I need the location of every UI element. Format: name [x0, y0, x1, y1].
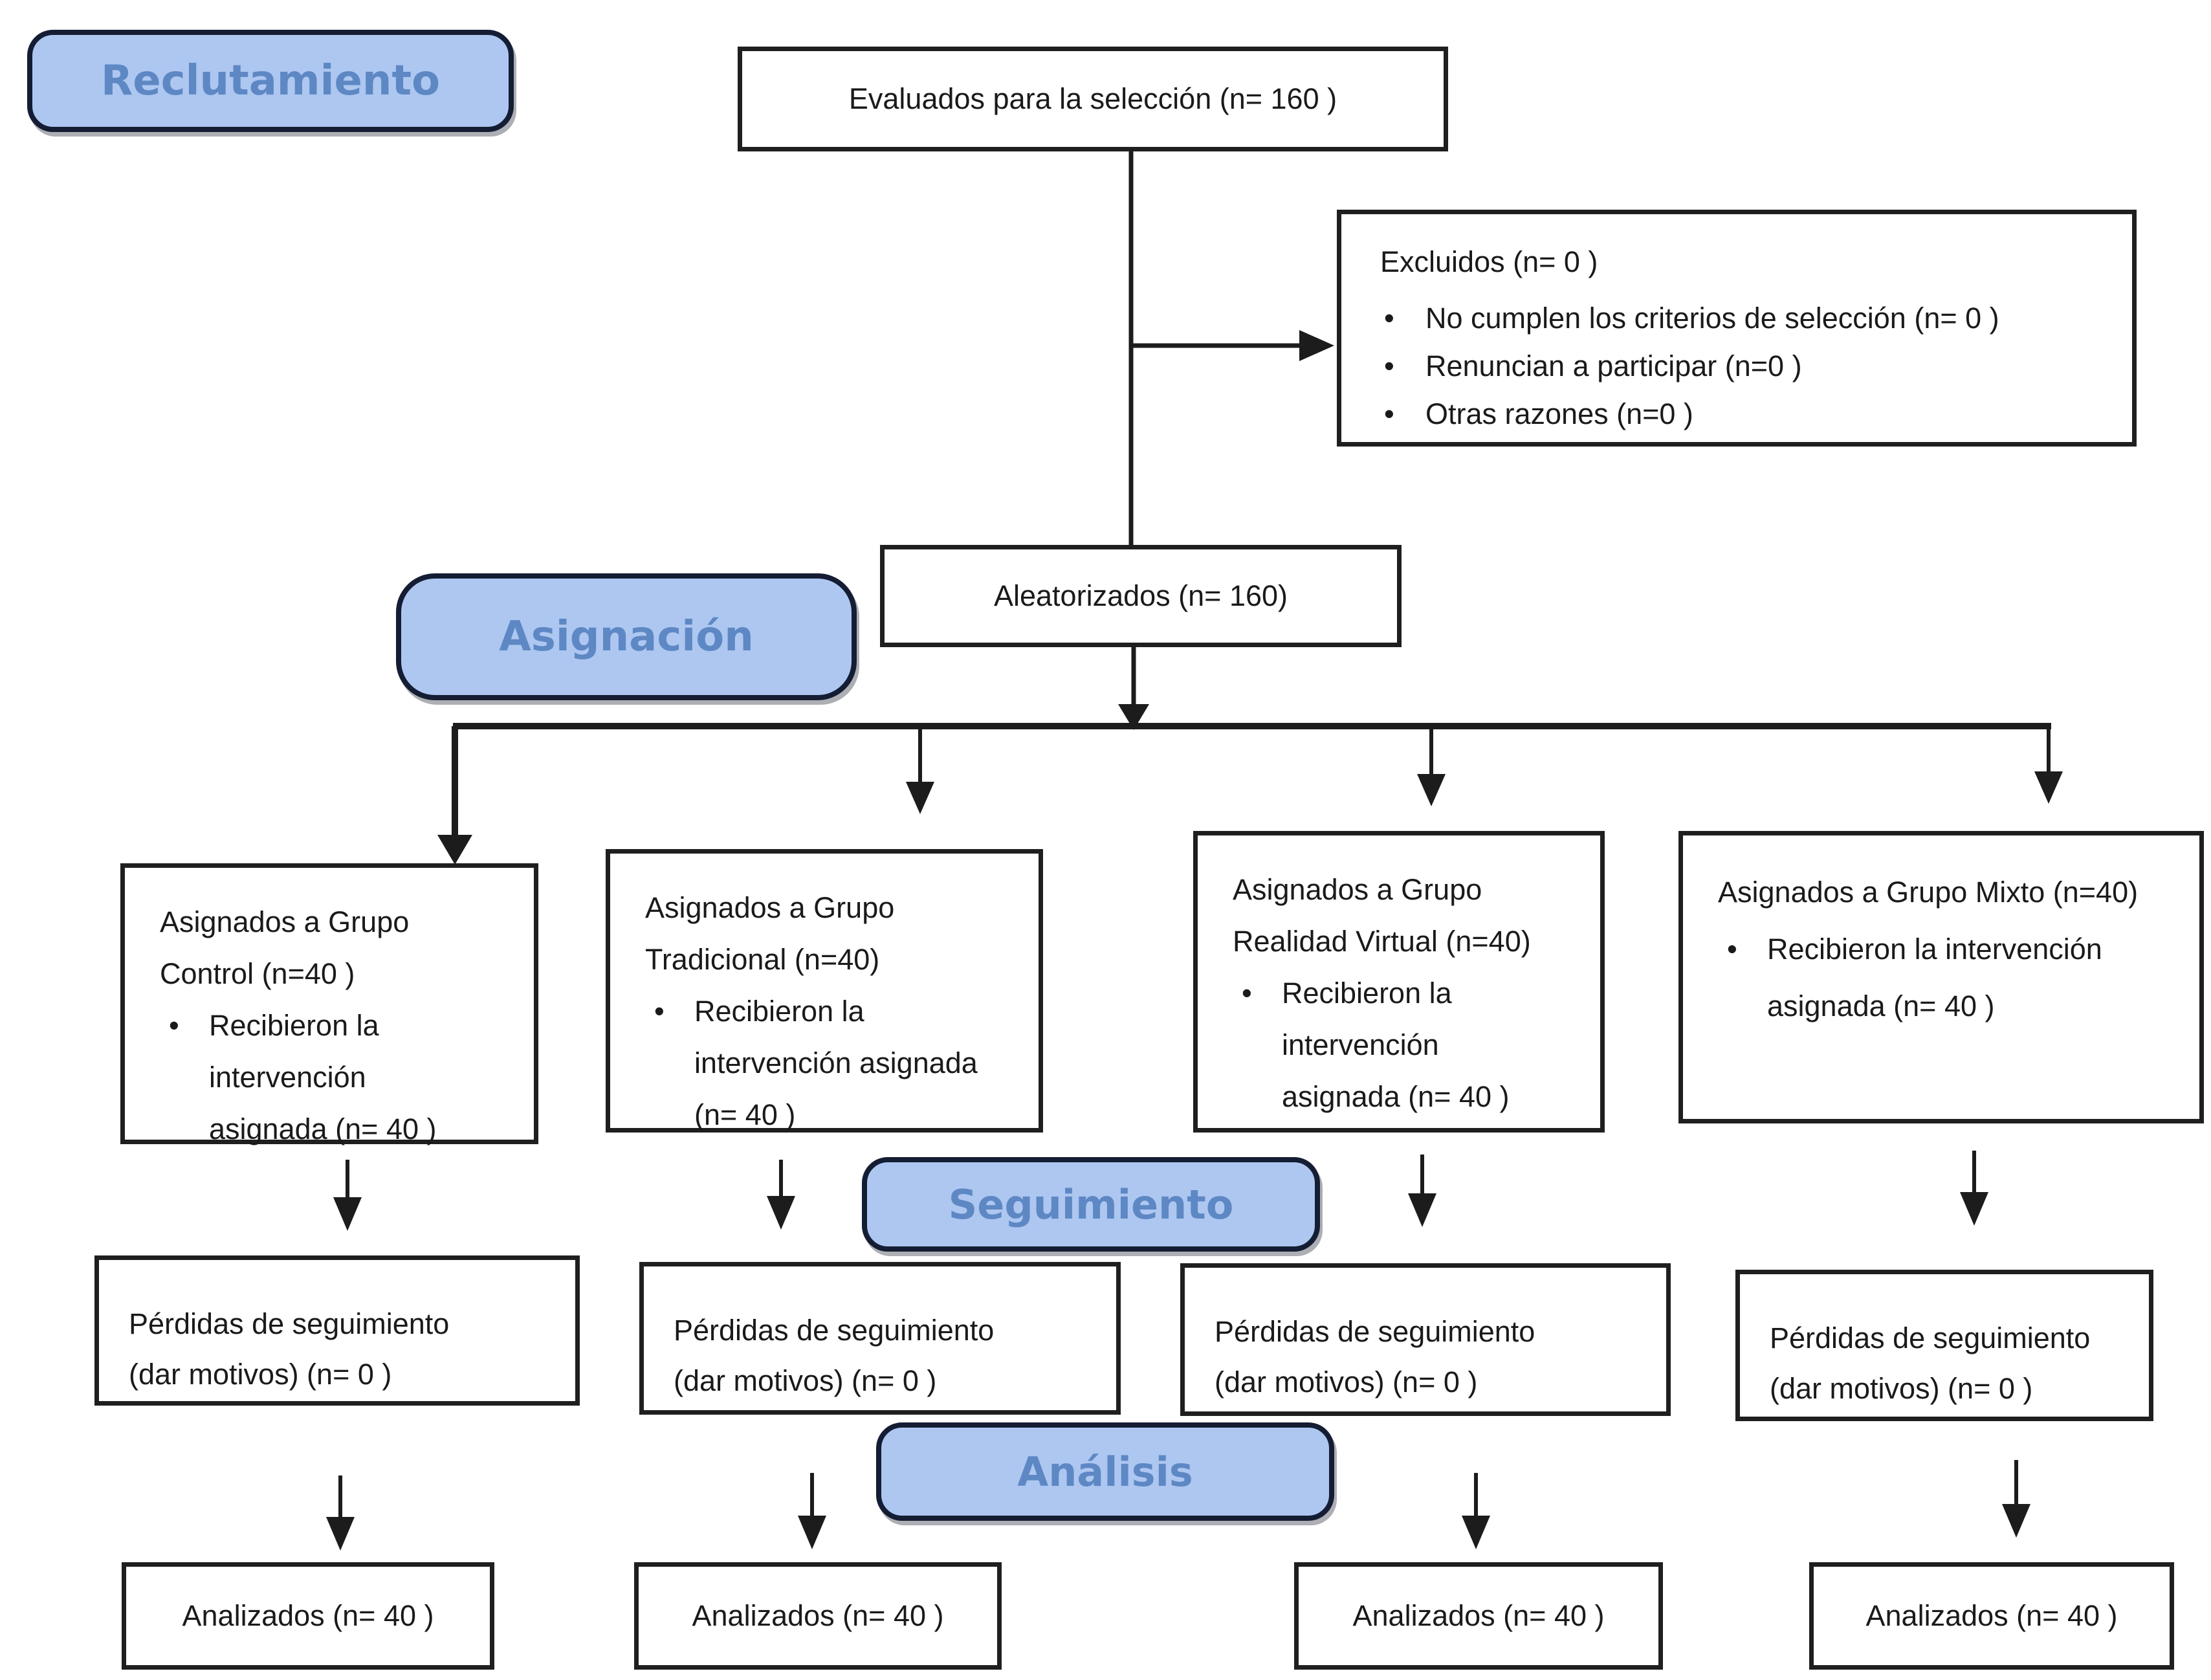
bullet-icon: • [169, 1009, 179, 1042]
analizados-text: Analizados (n= 40 ) [1352, 1599, 1605, 1633]
box-analizados-mixto: Analizados (n= 40 ) [1809, 1562, 2174, 1670]
group-bullet-line: intervención [209, 1061, 366, 1094]
arrow-perdidas-to-analizados-1 [326, 1476, 355, 1551]
box-perdidas-realidad-virtual: Pérdidas de seguimiento (dar motivos) (n… [1180, 1263, 1671, 1416]
group-title-line: Control (n=40 ) [160, 957, 355, 990]
arrow-to-excluidos [1129, 330, 1334, 361]
stage-label-text: Asignación [499, 613, 754, 661]
arrow-aleatorizados-to-distribution [1118, 647, 1149, 730]
excluidos-bullet-item: • No cumplen los criterios de selección … [1380, 294, 2117, 342]
group-title-line: Asignados a Grupo [160, 905, 410, 938]
box-grupo-control: Asignados a Grupo Control (n=40 ) • Reci… [120, 863, 538, 1145]
excluidos-title: Excluidos (n= 0 ) [1380, 245, 1598, 278]
group-title-line: Realidad Virtual (n=40) [1233, 925, 1531, 958]
perdidas-line: (dar motivos) (n= 0 ) [1215, 1365, 1478, 1398]
group-bullet-line: • Recibieron la intervención [1718, 921, 2184, 978]
arrow-mixto-to-perdidas [1960, 1151, 1988, 1226]
stage-label-text: Análisis [1017, 1448, 1193, 1496]
box-aleatorizados: Aleatorizados (n= 160) [880, 545, 1402, 647]
arrow-tradicional-to-perdidas [767, 1160, 795, 1230]
excluidos-bullet-text: No cumplen los criterios de selección (n… [1425, 302, 1999, 335]
box-perdidas-control: Pérdidas de seguimiento (dar motivos) (n… [94, 1255, 580, 1406]
bullet-icon: • [1727, 933, 1737, 966]
box-grupo-realidad-virtual: Asignados a Grupo Realidad Virtual (n=40… [1193, 831, 1605, 1133]
perdidas-line: Pérdidas de seguimiento [129, 1307, 450, 1340]
box-grupo-tradicional: Asignados a Grupo Tradicional (n=40) • R… [606, 849, 1043, 1133]
group-bullet-line: (n= 40 ) [694, 1098, 796, 1131]
box-analizados-control: Analizados (n= 40 ) [122, 1562, 494, 1670]
excluidos-bullet-item: • Renuncian a participar (n=0 ) [1380, 342, 2117, 390]
stage-label-seguimiento: Seguimiento [862, 1157, 1320, 1252]
box-aleatorizados-text: Aleatorizados (n= 160) [993, 579, 1288, 613]
arrow-perdidas-to-analizados-4 [2002, 1460, 2030, 1538]
perdidas-line: Pérdidas de seguimiento [1770, 1321, 2091, 1354]
box-perdidas-tradicional: Pérdidas de seguimiento (dar motivos) (n… [639, 1262, 1121, 1415]
excluidos-bullet-item: • Otras razones (n=0 ) [1380, 390, 2117, 438]
arrow-perdidas-to-analizados-3 [1462, 1473, 1490, 1549]
perdidas-line: (dar motivos) (n= 0 ) [129, 1358, 392, 1391]
arrow-to-grupo-tradicional [906, 726, 934, 814]
arrow-perdidas-to-analizados-2 [798, 1473, 826, 1549]
box-analizados-tradicional: Analizados (n= 40 ) [634, 1562, 1002, 1670]
bullet-icon: • [1384, 349, 1394, 382]
group-bullet-line: • Recibieron la [645, 986, 1023, 1037]
arrow-realidad-virtual-to-perdidas [1408, 1155, 1436, 1227]
group-bullet-line: asignada (n= 40 ) [1767, 989, 1995, 1022]
excluidos-bullet-text: Renuncian a participar (n=0 ) [1425, 349, 1802, 382]
group-bullet-line: intervención asignada [694, 1046, 978, 1079]
perdidas-line: Pérdidas de seguimiento [1215, 1315, 1535, 1348]
group-bullet-text: Recibieron la [694, 995, 864, 1028]
group-bullet-line: intervención [1282, 1028, 1439, 1061]
perdidas-line: (dar motivos) (n= 0 ) [674, 1364, 937, 1397]
analizados-text: Analizados (n= 40 ) [1865, 1599, 2118, 1633]
group-bullet-text: Recibieron la intervención [1767, 933, 2102, 966]
group-bullet-line: • Recibieron la [1233, 967, 1585, 1019]
excluidos-bullet-text: Otras razones (n=0 ) [1425, 397, 1693, 430]
box-perdidas-mixto: Pérdidas de seguimiento (dar motivos) (n… [1735, 1270, 2153, 1421]
perdidas-line: (dar motivos) (n= 0 ) [1770, 1372, 2033, 1405]
bullet-icon: • [1384, 397, 1394, 430]
stage-label-asignacion: Asignación [396, 573, 857, 700]
group-title-line: Tradicional (n=40) [645, 943, 880, 976]
stage-label-reclutamiento: Reclutamiento [27, 30, 514, 132]
box-grupo-mixto: Asignados a Grupo Mixto (n=40) • Recibie… [1678, 831, 2204, 1123]
stage-label-text: Reclutamiento [100, 57, 441, 105]
group-bullet-text: Recibieron la [209, 1009, 379, 1042]
group-bullet-line: asignada (n= 40 ) [1282, 1080, 1510, 1113]
box-analizados-realidad-virtual: Analizados (n= 40 ) [1294, 1562, 1663, 1670]
arrow-to-grupo-realidad-virtual [1417, 726, 1446, 806]
box-excluidos: Excluidos (n= 0 ) • No cumplen los crite… [1337, 210, 2137, 447]
box-evaluados-text: Evaluados para la selección (n= 160 ) [848, 82, 1337, 116]
stage-label-analisis: Análisis [876, 1422, 1334, 1521]
stage-label-text: Seguimiento [948, 1180, 1234, 1228]
bullet-icon: • [654, 995, 665, 1028]
arrow-control-to-perdidas [333, 1160, 362, 1231]
bullet-icon: • [1384, 302, 1394, 335]
group-bullet-line: • Recibieron la [160, 1000, 518, 1052]
group-bullet-line: asignada (n= 40 ) [209, 1112, 437, 1145]
analizados-text: Analizados (n= 40 ) [692, 1599, 944, 1633]
box-evaluados: Evaluados para la selección (n= 160 ) [738, 47, 1448, 151]
bullet-icon: • [1242, 977, 1252, 1010]
arrow-to-grupo-mixto [2034, 726, 2063, 804]
arrow-to-grupo-control [437, 726, 472, 865]
perdidas-line: Pérdidas de seguimiento [674, 1314, 995, 1347]
group-title-line: Asignados a Grupo [1233, 873, 1482, 906]
group-title-line: Asignados a Grupo Mixto (n=40) [1718, 876, 2139, 909]
group-bullet-text: Recibieron la [1282, 977, 1452, 1010]
group-title-line: Asignados a Grupo [645, 891, 895, 924]
analizados-text: Analizados (n= 40 ) [182, 1599, 434, 1633]
